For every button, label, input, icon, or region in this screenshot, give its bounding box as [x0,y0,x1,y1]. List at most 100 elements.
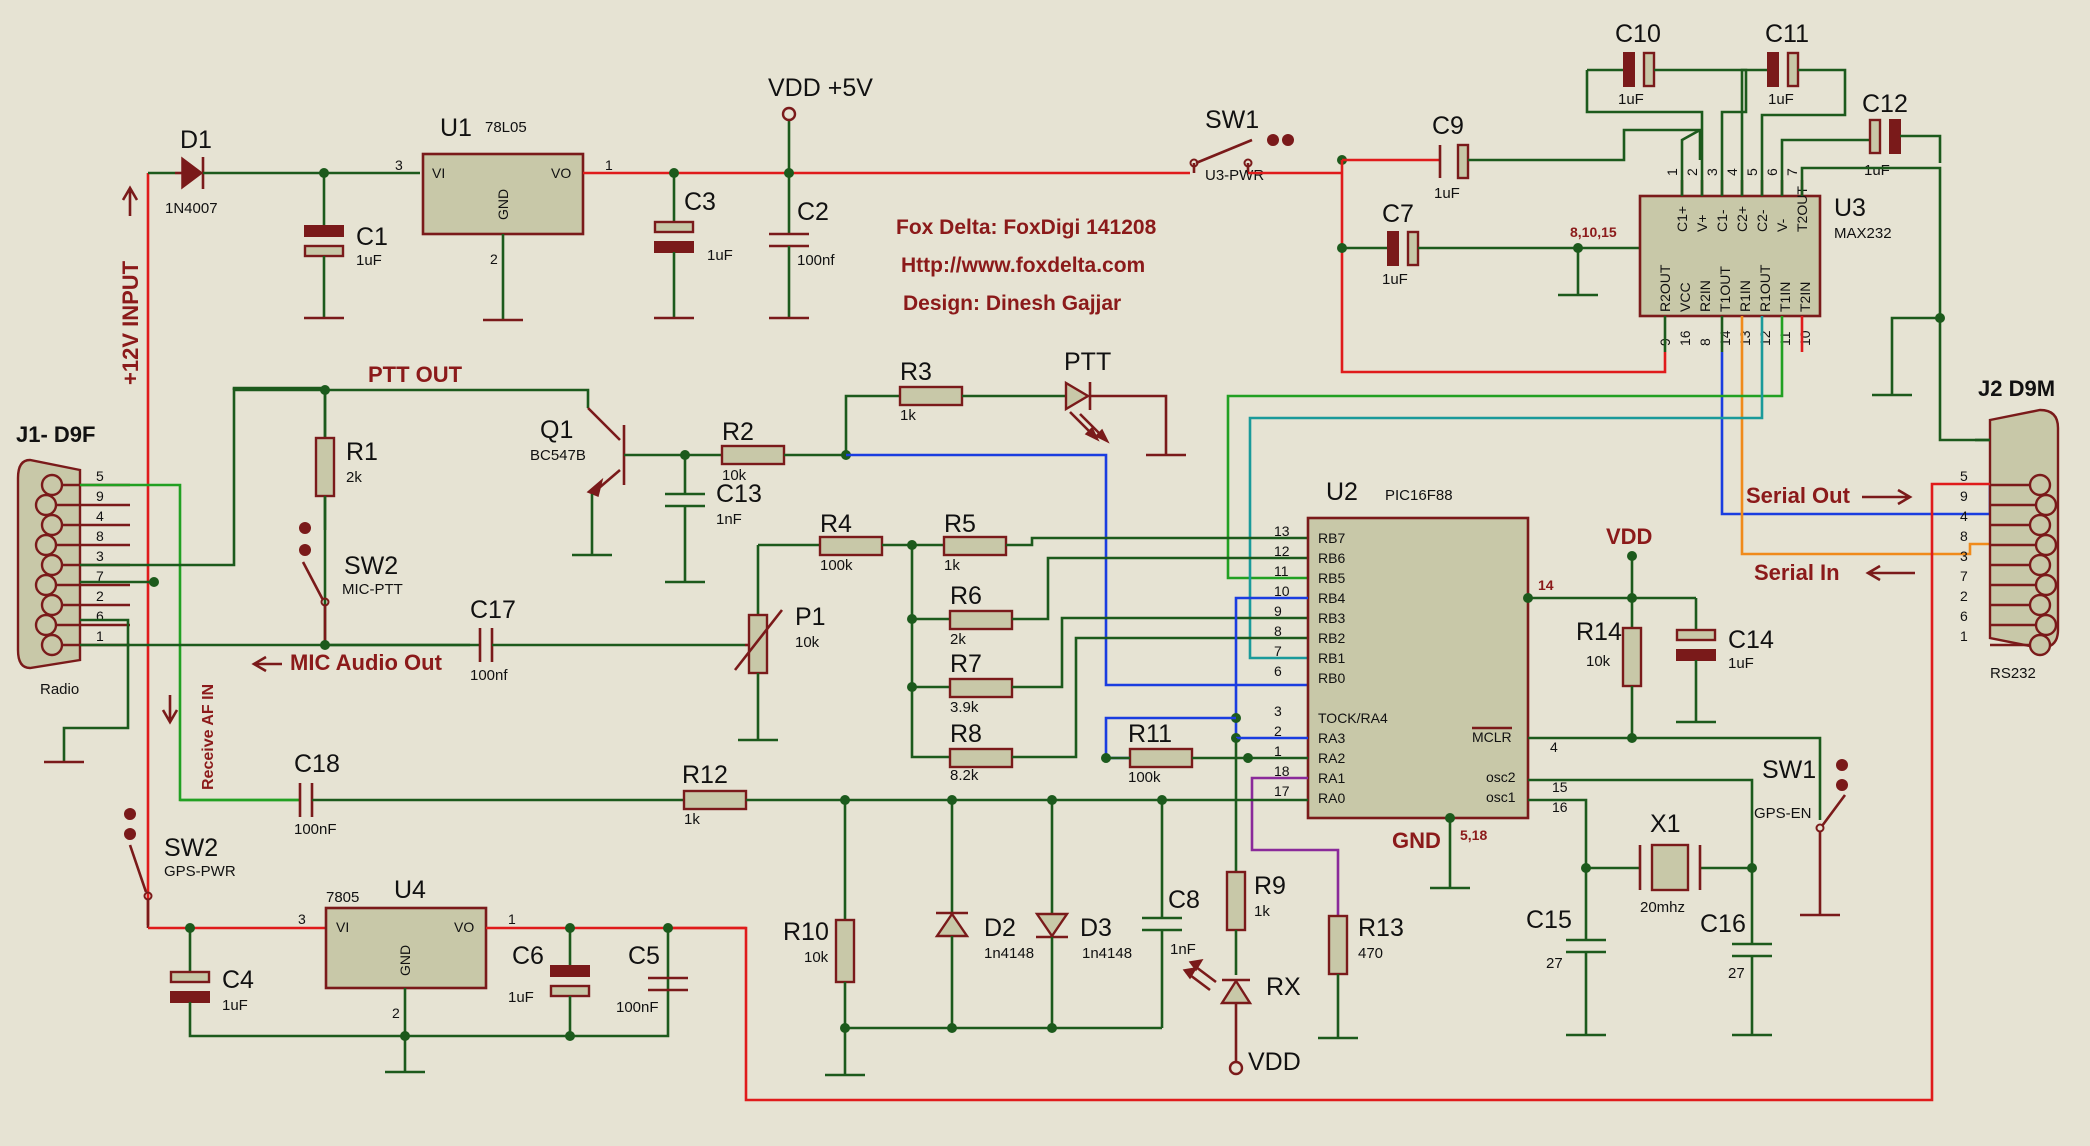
j1-pin-num: 7 [96,568,104,584]
u3-pin-num: 13 [1737,330,1753,346]
d3-value: 1n4148 [1082,945,1132,962]
c4-value: 1uF [222,997,248,1014]
j2-pin-num: 7 [1960,568,1968,584]
c18-value: 100nF [294,821,337,838]
c8-ref: C8 [1168,886,1200,914]
u2-pin-label: RB1 [1318,650,1345,666]
c15-ref: C15 [1526,906,1572,934]
power-supply-5v: D1 1N4007 C1 1uF U1 78L05 VI VO GND 3 1 … [146,74,1190,925]
svg-text:VI: VI [432,165,445,181]
u3-pin-num: 2 [1684,168,1700,176]
r13-ref: R13 [1358,914,1404,942]
r8-value: 8.2k [950,767,979,784]
c1-value: 1uF [356,252,382,269]
r9-value: 1k [1254,903,1270,920]
svg-text:3: 3 [298,911,306,927]
c14-value: 1uF [1728,655,1754,672]
u3-pin-num: 14 [1717,330,1733,346]
j1-pin-num: 3 [96,548,104,564]
j1-pin-8 [34,533,58,557]
j2-pin-3 [2028,553,2052,577]
u4-regulator [324,906,488,990]
ra-port-circuit: R11 100k R9 1k RX VDD R13 470 [1101,596,1404,1076]
u2-mclr: MCLR [1472,729,1512,745]
q1-ref: Q1 [540,416,573,444]
vdd5-label: VDD +5V [768,74,873,102]
r6-value: 2k [950,631,966,648]
r7-ref: R7 [950,650,982,678]
j2-pin-num: 8 [1960,528,1968,544]
mic-audio: MIC Audio Out C17 100nf P1 10k [251,543,826,742]
j2-pin-9 [2034,493,2058,517]
c2-value: 100nf [797,252,835,269]
c12-value: 1uF [1864,162,1890,179]
u3-pin-num: 10 [1797,330,1813,346]
j2-pin-num: 2 [1960,588,1968,604]
u3-pin-num: 8 [1697,338,1713,346]
u3-ref: U3 [1834,194,1866,222]
r7-value: 3.9k [950,699,979,716]
sw2-micptt-ref: SW2 [344,552,398,580]
c5-ref: C5 [628,942,660,970]
j1-pin-num: 9 [96,488,104,504]
serial-out-label: Serial Out [1746,483,1851,508]
u2-vdd-pin: 14 [1538,577,1554,593]
j2-pin-4 [2028,513,2052,537]
u3-pin-label: R2OUT [1657,264,1673,312]
svg-text:VO: VO [454,919,474,935]
svg-text:2: 2 [392,1005,400,1021]
j2-pin-num: 3 [1960,548,1968,564]
u3-pin-num: 4 [1724,168,1740,176]
svg-text:2: 2 [490,251,498,267]
q1-value: BC547B [530,447,586,464]
receive-af-label: Receive AF IN [200,684,217,790]
j1-pin-num: 1 [96,628,104,644]
mcu-u2: U2 PIC16F88 RB713RB612RB511RB410RB39RB28… [1274,478,1848,1037]
svg-text:4: 4 [1550,739,1558,755]
u2-pin-num: 13 [1274,523,1290,539]
u3-pin-num: 16 [1677,330,1693,346]
u2-pin-num: 7 [1274,643,1282,659]
u3-pin-label: T2OUT [1794,186,1810,232]
j1-pin-3 [40,553,64,577]
u3-pin-label: T2IN [1797,282,1813,312]
r2-ref: R2 [722,418,754,446]
r2-value: 10k [722,467,747,484]
u3-pin-label: C1+ [1674,206,1690,232]
sw1-gpsen-value: GPS-EN [1754,805,1812,822]
j1-pin-num: 8 [96,528,104,544]
svg-text:1: 1 [605,157,613,173]
c7-ref: C7 [1382,200,1414,228]
d1-ref: D1 [180,126,212,154]
u3-pin-label: R1OUT [1757,264,1773,312]
c8-value: 1nF [1170,941,1196,958]
r13-value: 470 [1358,945,1383,962]
j2-pin-num: 4 [1960,508,1968,524]
j1-pin-5 [40,473,64,497]
j2-pin-num: 6 [1960,608,1968,624]
j1-name: J1- D9F [16,422,95,447]
r4-value: 100k [820,557,853,574]
j2-pin-num: 9 [1960,488,1968,504]
sw1-u3pwr-value: U3-PWR [1205,167,1264,184]
u3-pin-num: 7 [1784,168,1800,176]
ptt-led-ref: PTT [1064,348,1111,376]
r1-ref: R1 [346,438,378,466]
sw1-gpsen-ref: SW1 [1762,756,1816,784]
u2-pin-label: RB7 [1318,530,1345,546]
c5-value: 100nF [616,999,659,1016]
c10-ref: C10 [1615,20,1661,48]
svg-text:15: 15 [1552,779,1568,795]
u2-pin-label: RB6 [1318,550,1345,566]
j2-name: J2 D9M [1978,376,2055,401]
r8-ref: R8 [950,720,982,748]
c10-value: 1uF [1618,91,1644,108]
title-line: Fox Delta: FoxDigi 141208 [896,216,1157,239]
mic-audio-label: MIC Audio Out [290,650,443,675]
c17-value: 100nf [470,667,508,684]
sw2-gpspwr-ref: SW2 [164,834,218,862]
u3-pin-label: C1- [1714,209,1730,232]
r6-ref: R6 [950,582,982,610]
